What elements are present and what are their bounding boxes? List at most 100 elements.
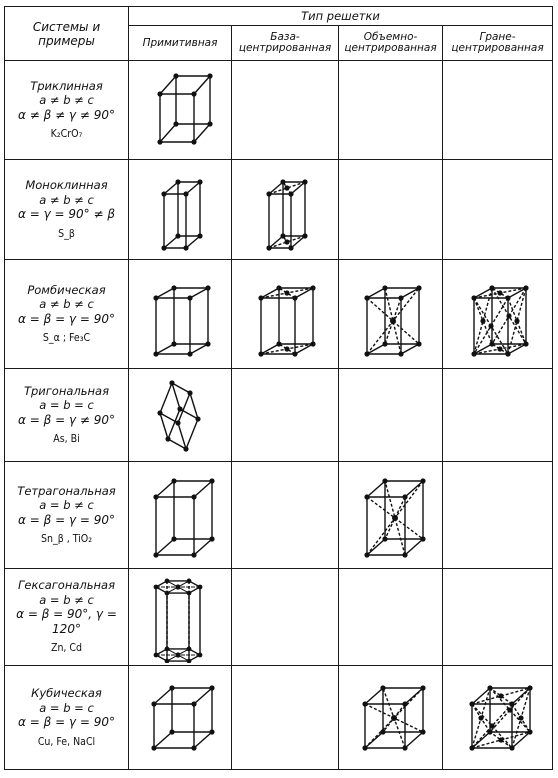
lattice-cell xyxy=(231,367,339,463)
lattice-diagram xyxy=(258,285,316,357)
lattice-diagram xyxy=(153,578,203,664)
system-examples: S_α ; Fe₃C xyxy=(42,332,91,345)
lattice-cell xyxy=(338,259,443,369)
system-eq2: α ≠ β ≠ γ ≠ 90° xyxy=(18,107,115,122)
lattice-diagram xyxy=(468,685,533,751)
lattice-diagram xyxy=(361,685,426,751)
system-eq1: a ≠ b ≠ c xyxy=(39,297,94,312)
system-eq1: a ≠ b ≠ c xyxy=(39,192,94,207)
lattice-cell xyxy=(441,367,554,463)
rhombic-primitive-cell xyxy=(153,285,211,357)
lattice-cell xyxy=(338,567,443,667)
crystal-systems-table: Системы и примеры Тип решетки Примитивна… xyxy=(4,5,554,770)
system-name: Моноклинная xyxy=(25,178,108,193)
system-name: Гексагональная xyxy=(17,578,116,593)
lattice-diagram xyxy=(153,478,215,558)
monoclinic-primitive-cell xyxy=(161,178,203,251)
lattice-cell xyxy=(128,461,232,569)
header-base-centered: База- центрированная xyxy=(231,25,339,62)
cubic-face-cell xyxy=(468,685,533,751)
system-eq2: α = β = γ = 90° xyxy=(18,311,115,326)
system-eq2: α = γ = 90° ≠ β xyxy=(18,207,115,222)
system-examples: S_β xyxy=(58,227,75,240)
lattice-cell xyxy=(441,567,554,667)
lattice-cell xyxy=(338,665,443,770)
lattice-cell xyxy=(128,259,232,369)
lattice-diagram xyxy=(153,285,211,357)
header-primitive: Примитивная xyxy=(128,25,232,62)
lattice-diagram xyxy=(266,178,308,251)
lattice-diagram xyxy=(363,285,422,357)
system-examples: Sn_β , TiO₂ xyxy=(40,533,93,546)
system-examples: Zn, Cd xyxy=(50,642,83,655)
lattice-cell xyxy=(128,567,232,667)
lattice-diagram xyxy=(151,685,215,751)
lattice-cell xyxy=(231,461,339,569)
lattice-cell xyxy=(231,259,339,369)
cubic-body-cell xyxy=(361,685,426,751)
system-eq1: a = b = c xyxy=(39,700,94,715)
lattice-cell xyxy=(128,60,232,160)
system-examples: Cu, Fe, NaCl xyxy=(37,735,96,748)
system-eq2: α = β = 90°, γ = 120° xyxy=(16,607,117,636)
lattice-diagram xyxy=(157,380,201,452)
trigonal-primitive-cell xyxy=(157,380,201,452)
lattice-diagram xyxy=(470,285,529,357)
system-name: Триклинная xyxy=(30,78,103,93)
header-body-centered: Объемно- центрированная xyxy=(338,25,443,62)
lattice-cell xyxy=(128,665,232,770)
lattice-cell xyxy=(231,665,339,770)
lattice-cell xyxy=(128,367,232,463)
triclinic-primitive-cell xyxy=(157,73,213,145)
tetragonal-primitive-cell xyxy=(153,478,215,558)
lattice-cell xyxy=(441,461,554,569)
lattice-cell xyxy=(441,158,554,261)
system-eq1: a = b ≠ c xyxy=(39,592,94,607)
header-lattice-type: Тип решетки xyxy=(127,5,554,27)
system-eq2: α = β = γ = 90° xyxy=(18,715,115,730)
lattice-diagram xyxy=(363,478,426,558)
system-eq2: α = β = γ ≠ 90° xyxy=(18,412,115,427)
system-examples: As, Bi xyxy=(53,433,80,446)
cubic-primitive-cell xyxy=(151,685,215,751)
system-eq1: a = b = c xyxy=(39,398,94,413)
lattice-cell xyxy=(441,259,554,369)
hexagonal-primitive-cell xyxy=(153,578,203,664)
rhombic-base-cell xyxy=(258,285,316,357)
system-eq1: a ≠ b ≠ c xyxy=(39,93,94,108)
system-name: Кубическая xyxy=(31,686,102,701)
system-examples: K₂CrO₇ xyxy=(50,128,83,141)
lattice-cell xyxy=(231,158,339,261)
monoclinic-base-cell xyxy=(266,178,308,251)
lattice-cell xyxy=(338,158,443,261)
header-systems: Системы и примеры xyxy=(4,5,129,62)
lattice-cell xyxy=(231,60,339,160)
rhombic-body-cell xyxy=(363,285,422,357)
tetragonal-body-cell xyxy=(363,478,426,558)
lattice-cell xyxy=(128,158,232,261)
system-eq1: a = b ≠ c xyxy=(39,498,94,513)
lattice-diagram xyxy=(161,178,203,251)
system-name: Ромбическая xyxy=(27,282,106,297)
system-eq2: α = β = γ = 90° xyxy=(18,512,115,527)
lattice-cell xyxy=(338,60,443,160)
lattice-cell xyxy=(338,461,443,569)
lattice-cell xyxy=(441,60,554,160)
system-name: Тетрагональная xyxy=(17,483,116,498)
lattice-diagram xyxy=(157,73,213,145)
system-name: Тригональная xyxy=(23,383,110,398)
